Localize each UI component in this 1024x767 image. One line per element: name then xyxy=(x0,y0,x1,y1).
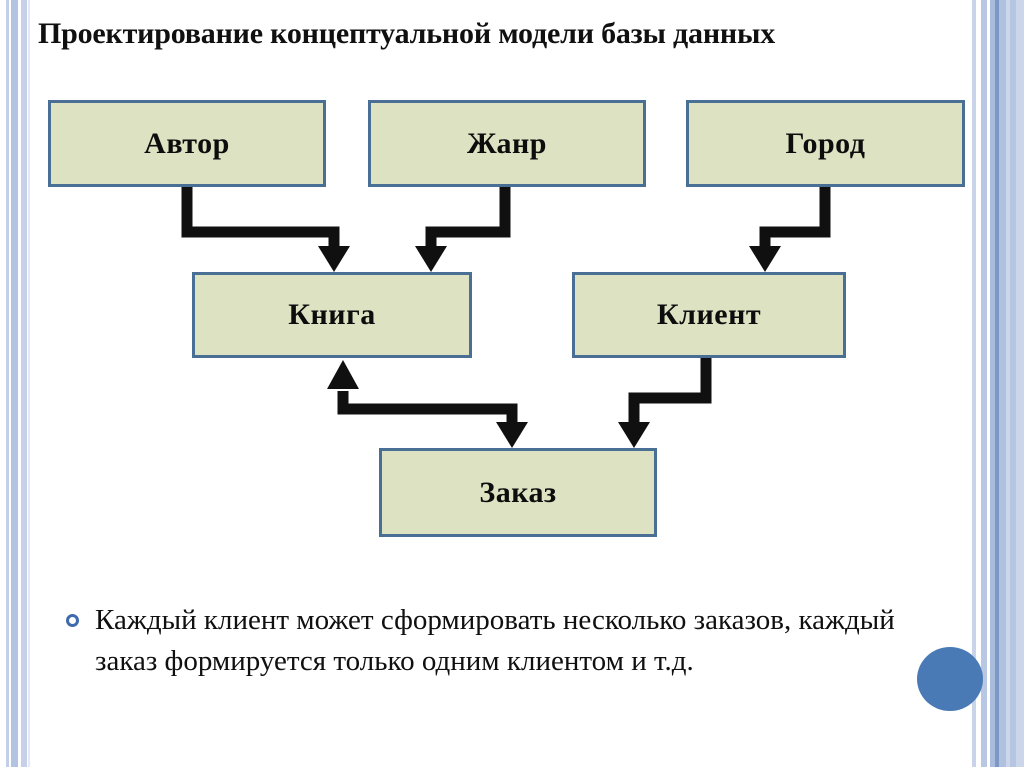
arrowhead-into-kniga-from-zhanr xyxy=(415,246,447,272)
entity-box-avtor[interactable]: Автор xyxy=(48,100,326,187)
stripe xyxy=(1006,0,1010,767)
stripe xyxy=(981,0,987,767)
entity-box-gorod[interactable]: Город xyxy=(686,100,965,187)
stripe xyxy=(987,0,990,767)
stripe xyxy=(972,0,976,767)
arrowhead-into-zakaz-from-klient xyxy=(618,422,650,448)
stripe xyxy=(1010,0,1016,767)
stripe xyxy=(977,0,980,767)
right-border-stripes xyxy=(970,0,1024,767)
entity-label: Заказ xyxy=(479,475,557,509)
arrowhead-into-zakaz-from-kniga xyxy=(496,422,528,448)
stripe xyxy=(995,0,999,767)
decorative-blue-circle xyxy=(917,647,983,711)
page-title: Проектирование концептуальной модели баз… xyxy=(38,17,776,50)
arrowhead-into-kniga-from-avtor xyxy=(318,246,350,272)
connector-zhanr-kniga xyxy=(425,187,511,252)
entity-label: Город xyxy=(785,126,866,160)
entity-box-kniga[interactable]: Книга xyxy=(192,272,472,358)
stripe xyxy=(19,0,21,767)
stripe xyxy=(21,0,27,767)
stripe xyxy=(1016,0,1024,767)
entity-label: Клиент xyxy=(656,298,762,331)
entity-box-zakaz[interactable]: Заказ xyxy=(379,448,657,537)
arrowhead-into-kniga-from-zakaz xyxy=(327,360,359,389)
stripe xyxy=(6,0,9,767)
arrowhead-into-klient-from-gorod xyxy=(749,246,781,272)
connector-klient-zakaz xyxy=(628,358,712,428)
bullet-circle-icon xyxy=(66,614,79,627)
stripe xyxy=(11,0,18,767)
entity-label: Жанр xyxy=(467,126,547,160)
connector-kniga-zakaz xyxy=(337,391,518,428)
connector-gorod-klient xyxy=(759,187,831,252)
entity-label: Книга xyxy=(288,298,376,331)
entity-box-klient[interactable]: Клиент xyxy=(572,272,846,358)
stripe xyxy=(990,0,995,767)
bullet-list: Каждый клиент может сформировать несколь… xyxy=(66,600,896,682)
entity-box-zhanr[interactable]: Жанр xyxy=(368,100,646,187)
entity-label: Автор xyxy=(144,126,230,160)
stripe xyxy=(28,0,30,767)
left-border-stripes xyxy=(0,0,40,767)
bullet-item-text: Каждый клиент может сформировать несколь… xyxy=(95,604,895,678)
stripe xyxy=(999,0,1006,767)
connector-avtor-kniga xyxy=(181,187,340,252)
